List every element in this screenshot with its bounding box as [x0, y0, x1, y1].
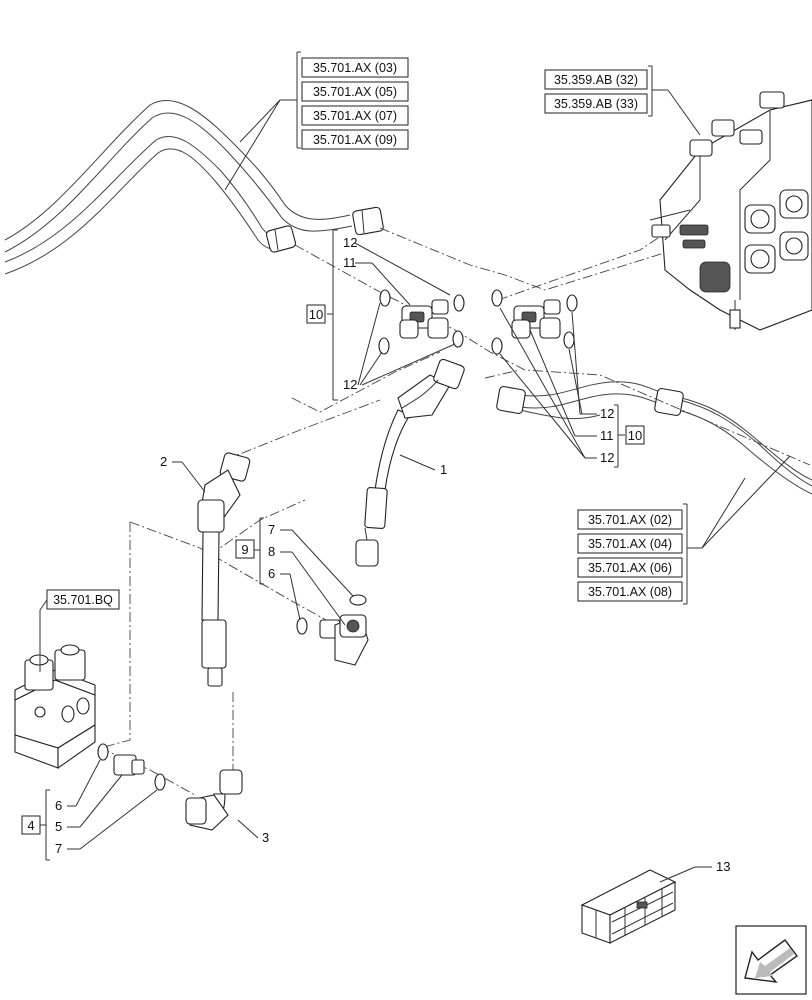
ref-label: 35.701.AX (09) [313, 133, 397, 147]
callout-12: 12 [343, 235, 357, 250]
ref-group-top-right: 35.359.AB (32) 35.359.AB (33) [544, 65, 701, 136]
callout-group-10-left: 10 12 11 12 [306, 229, 456, 401]
elbow-fitting [296, 594, 369, 666]
hose-2 [197, 452, 251, 687]
callout-7: 7 [268, 522, 275, 537]
callout-11: 11 [600, 428, 614, 443]
fitting-right-a [496, 386, 526, 414]
callout-12: 12 [600, 450, 614, 465]
tee-fitting-right [491, 289, 578, 355]
adapter-fitting [97, 743, 166, 791]
solenoid-valve [14, 644, 96, 770]
direction-arrow-icon [735, 925, 807, 995]
callout-9: 9 [241, 542, 248, 557]
ref-label: 35.701.BQ [53, 593, 113, 607]
callout-group-10-right: 10 12 11 12 [499, 307, 645, 468]
valve-block [649, 91, 812, 331]
callout-12: 12 [600, 406, 614, 421]
fitting-top-b [352, 206, 384, 236]
hose-3 [185, 769, 243, 831]
ref-label: 35.701.AX (02) [588, 513, 672, 527]
fitting-right-b [654, 388, 684, 416]
ref-label: 35.359.AB (33) [554, 97, 638, 111]
ref-label: 35.701.AX (04) [588, 537, 672, 551]
ref-label: 35.359.AB (32) [554, 73, 638, 87]
ref-label: 35.701.AX (03) [313, 61, 397, 75]
callout-group-4: 4 6 5 7 [21, 759, 158, 861]
callout-11: 11 [343, 255, 357, 270]
callout-5: 5 [55, 819, 62, 834]
pipe-bundle-top [4, 100, 353, 275]
tee-fitting-left [378, 289, 465, 355]
callout-group-9: 9 7 8 6 [235, 517, 354, 626]
callout-10: 10 [628, 428, 642, 443]
ref-group-right: 35.701.AX (02) 35.701.AX (04) 35.701.AX … [577, 455, 791, 605]
callout-2-label: 2 [160, 454, 167, 469]
crate-icon [580, 869, 677, 944]
callout-2: 2 [160, 454, 206, 493]
ref-label: 35.701.AX (08) [588, 585, 672, 599]
callout-10: 10 [309, 307, 323, 322]
callout-13-label: 13 [716, 859, 730, 874]
callout-1-label: 1 [440, 462, 447, 477]
callout-4: 4 [27, 818, 34, 833]
hose-1 [355, 358, 465, 567]
callout-12: 12 [343, 377, 357, 392]
callout-1: 1 [399, 454, 447, 477]
ref-label: 35.701.AX (07) [313, 109, 397, 123]
ref-label: 35.701.AX (06) [588, 561, 672, 575]
callout-6: 6 [268, 566, 275, 581]
callout-3-label: 3 [262, 830, 269, 845]
ref-bq: 35.701.BQ [39, 589, 120, 672]
ref-group-top-left: 35.701.AX (03) 35.701.AX (05) 35.701.AX … [224, 51, 409, 191]
callout-7: 7 [55, 841, 62, 856]
callout-6: 6 [55, 798, 62, 813]
callout-8: 8 [268, 544, 275, 559]
fitting-top-a [265, 225, 297, 253]
ref-label: 35.701.AX (05) [313, 85, 397, 99]
callout-3: 3 [237, 819, 269, 845]
callout-13: 13 [659, 859, 730, 883]
